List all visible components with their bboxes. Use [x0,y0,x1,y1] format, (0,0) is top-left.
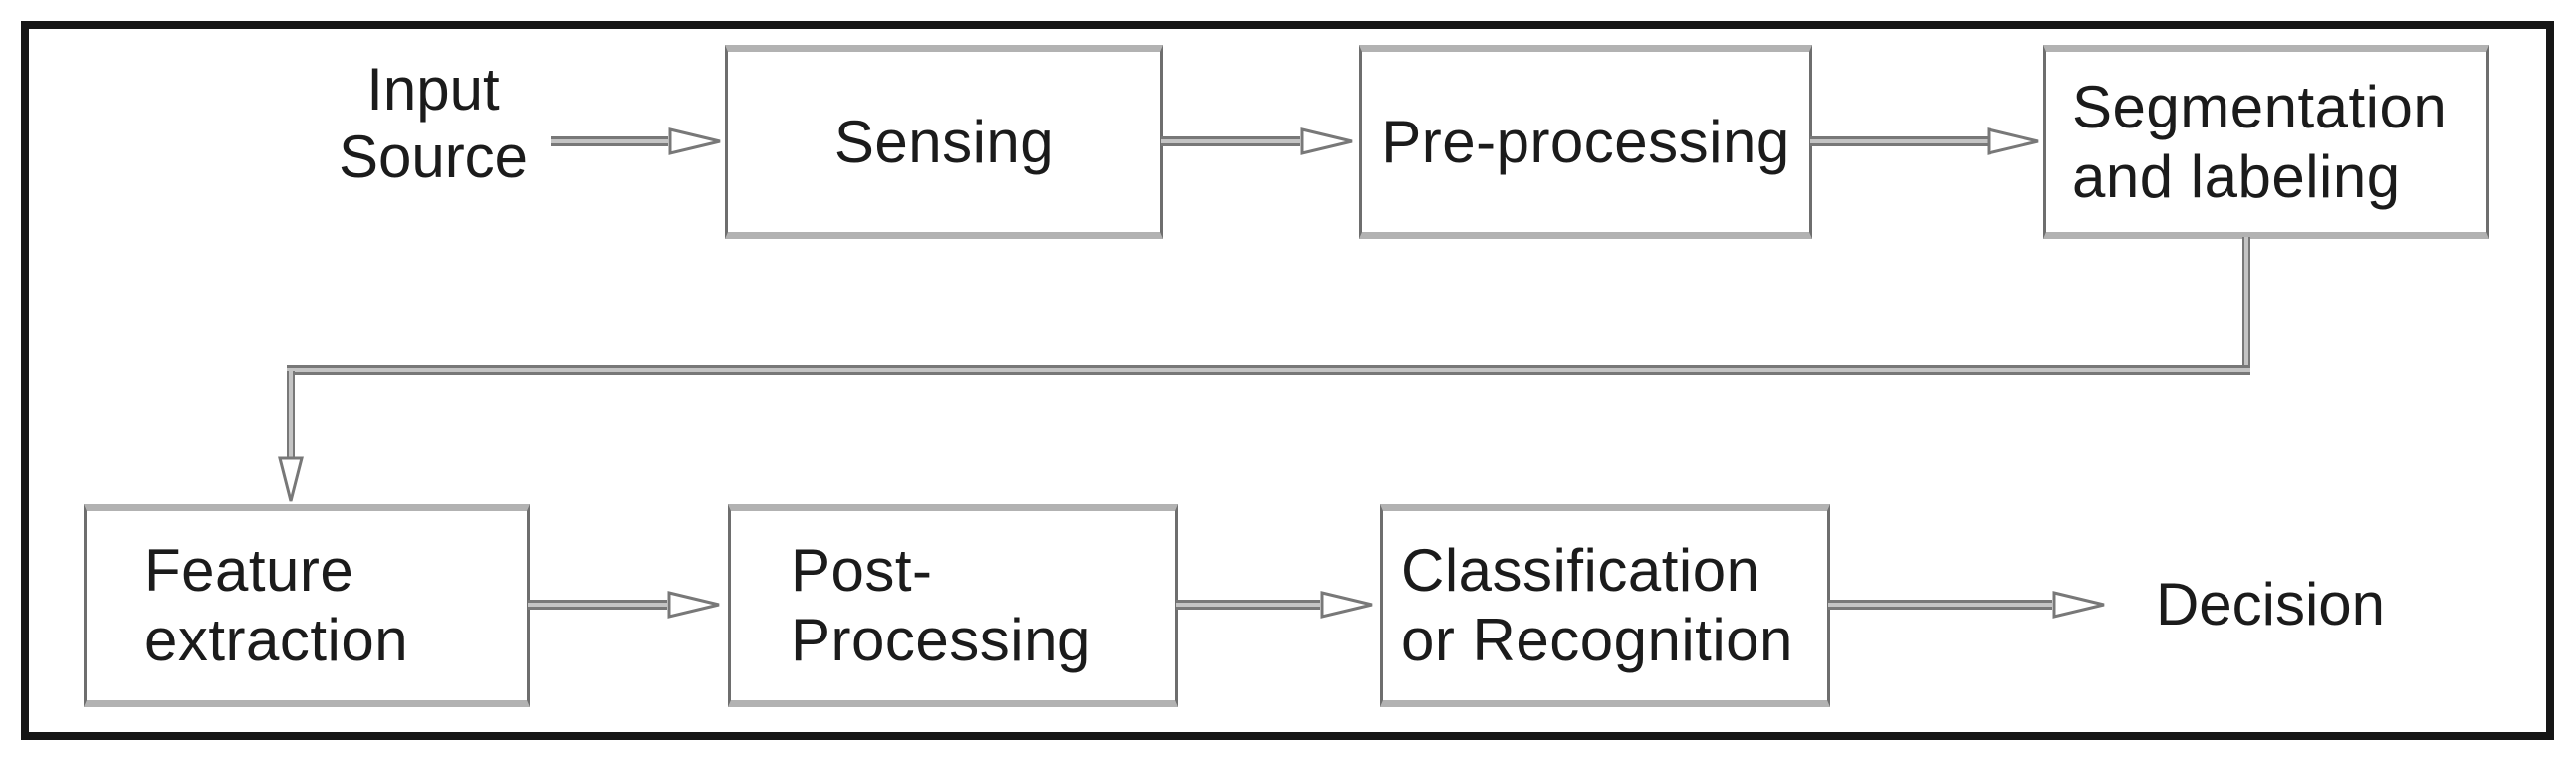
connector-horizontal-segment [287,365,2250,375]
connector-feature-extraction-head-icon [278,456,304,502]
arrow-preprocessing-to-segmentation-head-icon [1987,127,2039,155]
classification-box-label: Classification or Recognition [1401,537,1793,673]
feature-extraction-box-label: Feature extraction [144,537,409,673]
sensing-box-label: Sensing [833,108,1054,175]
classification-or-recognition-box: Classification or Recognition [1380,504,1830,707]
post-processing-box: Post- Processing [728,504,1178,707]
arrow-input-to-sensing-shaft [551,136,668,146]
arrow-feature-to-postprocessing-shaft [528,600,667,610]
sensing-box: Sensing [725,45,1163,239]
connector-segmentation-down-segment [2242,237,2250,369]
arrow-postprocessing-to-classification-head-icon [1320,591,1373,619]
arrow-sensing-to-preprocessing-head-icon [1300,127,1353,155]
pre-processing-box-label: Pre-processing [1381,108,1790,175]
segmentation-box-label: Segmentation and labeling [2072,73,2448,210]
arrow-preprocessing-to-segmentation-shaft [1810,136,1990,146]
arrow-classification-to-decision-shaft [1828,600,2052,610]
connector-down-to-feature-segment [287,371,295,460]
arrow-sensing-to-preprocessing-shaft [1161,136,1300,146]
segmentation-and-labeling-box: Segmentation and labeling [2043,45,2489,239]
decision-label: Decision [2155,571,2386,637]
arrow-postprocessing-to-classification-shaft [1176,600,1320,610]
post-processing-box-label: Post- Processing [791,537,1091,673]
arrow-input-to-sensing-head-icon [668,127,721,155]
diagram-frame [21,21,2554,740]
input-source-label: Input Source [338,56,529,190]
arrow-feature-to-postprocessing-head-icon [667,591,720,619]
pre-processing-box: Pre-processing [1359,45,1812,239]
feature-extraction-box: Feature extraction [84,504,530,707]
arrow-classification-to-decision-head-icon [2052,591,2105,619]
